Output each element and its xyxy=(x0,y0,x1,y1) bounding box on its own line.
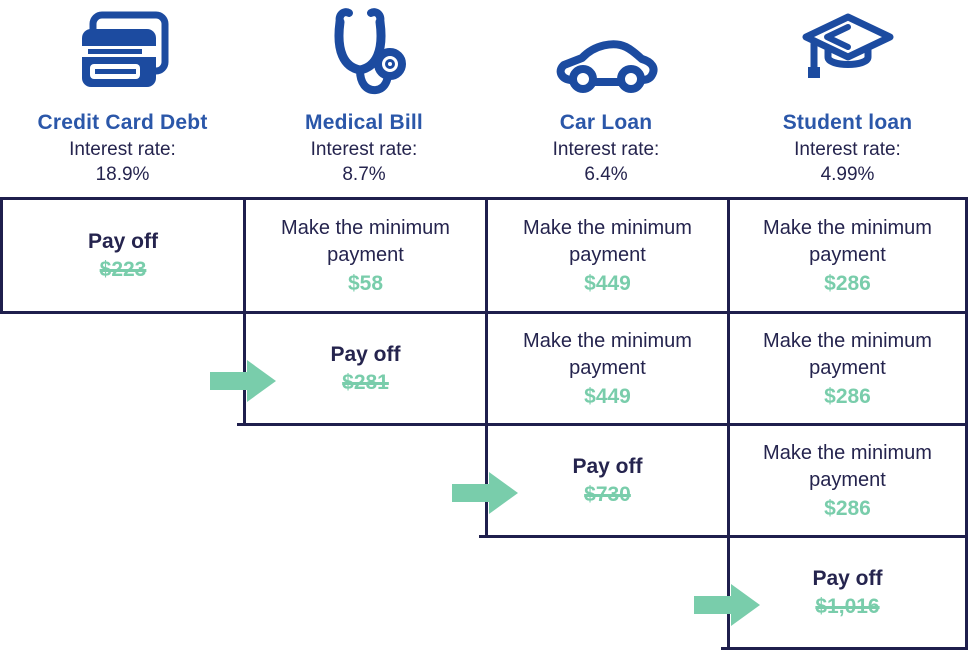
debt-column-header-medical-bill: Medical Bill Interest rate: 8.7% xyxy=(243,0,485,197)
debt-column-header-car-loan: Car Loan Interest rate: 6.4% xyxy=(485,0,727,197)
table-border-line xyxy=(485,197,488,538)
minimum-payment-amount: $449 xyxy=(584,271,631,295)
debt-title: Car Loan xyxy=(559,111,653,134)
minimum-payment-label: Make the minimum payment xyxy=(763,217,932,266)
pay-off-amount: $223 xyxy=(99,257,147,281)
minimum-payment-amount: $286 xyxy=(824,271,871,295)
cell-step1-medical-bill-minimum: Make the minimum payment $58 xyxy=(246,200,485,311)
debt-title: Medical Bill xyxy=(305,111,423,134)
minimum-payment-label: Make the minimum payment xyxy=(763,330,932,379)
table-border-line xyxy=(727,197,730,650)
cell-step1-car-loan-minimum: Make the minimum payment $449 xyxy=(488,200,727,311)
table-border-line xyxy=(0,197,968,200)
pay-off-arrow-medical-bill xyxy=(210,360,276,402)
cell-step2-medical-bill-pay-off: Pay off $281 xyxy=(246,314,485,423)
debt-title: Credit Card Debt xyxy=(37,111,208,134)
interest-rate-value: 8.7% xyxy=(342,164,386,185)
minimum-payment-amount: $58 xyxy=(347,271,384,295)
debt-column-header-credit-card: Credit Card Debt Interest rate: 18.9% xyxy=(2,0,243,197)
interest-rate-label: Interest rate: xyxy=(794,139,901,160)
graduation-cap-icon xyxy=(800,3,896,105)
cell-step4-student-loan-pay-off: Pay off $1,016 xyxy=(730,538,965,647)
minimum-payment-label: Make the minimum payment xyxy=(281,217,450,266)
interest-rate-label: Interest rate: xyxy=(552,139,660,160)
minimum-payment-label: Make the minimum payment xyxy=(523,217,692,266)
pay-off-label: Pay off xyxy=(572,454,643,478)
minimum-payment-amount: $286 xyxy=(824,496,871,520)
interest-rate-label: Interest rate: xyxy=(310,139,418,160)
stethoscope-icon xyxy=(320,3,408,105)
minimum-payment-label: Make the minimum payment xyxy=(523,330,692,379)
cell-step2-student-loan-minimum: Make the minimum payment $286 xyxy=(730,314,965,423)
cell-step3-student-loan-minimum: Make the minimum payment $286 xyxy=(730,426,965,535)
table-border-line xyxy=(965,197,968,650)
debt-column-header-student-loan: Student loan Interest rate: 4.99% xyxy=(727,0,968,197)
interest-rate-value: 18.9% xyxy=(95,164,150,185)
interest-rate-label: Interest rate: xyxy=(69,139,176,160)
table-border-line xyxy=(243,197,246,426)
pay-off-amount: $1,016 xyxy=(815,594,880,618)
minimum-payment-amount: $449 xyxy=(584,384,631,408)
table-border-line xyxy=(0,197,3,314)
minimum-payment-label: Make the minimum payment xyxy=(763,442,932,491)
cell-step3-car-loan-pay-off: Pay off $730 xyxy=(488,426,727,535)
credit-card-icon xyxy=(75,3,171,105)
cell-step2-car-loan-minimum: Make the minimum payment $449 xyxy=(488,314,727,423)
pay-off-label: Pay off xyxy=(87,229,158,253)
pay-off-amount: $730 xyxy=(584,482,631,506)
table-border-line xyxy=(0,311,968,314)
table-border-line xyxy=(479,535,968,538)
pay-off-label: Pay off xyxy=(812,566,883,590)
car-icon xyxy=(554,3,658,105)
cell-step1-student-loan-minimum: Make the minimum payment $286 xyxy=(730,200,965,311)
table-border-line xyxy=(237,423,968,426)
pay-off-amount: $281 xyxy=(342,370,389,394)
table-border-line xyxy=(721,647,968,650)
interest-rate-value: 6.4% xyxy=(584,164,628,185)
minimum-payment-amount: $286 xyxy=(824,384,871,408)
debt-title: Student loan xyxy=(782,111,913,134)
interest-rate-value: 4.99% xyxy=(820,164,875,185)
pay-off-label: Pay off xyxy=(330,342,401,366)
cell-step1-credit-card-pay-off: Pay off $223 xyxy=(3,200,243,311)
pay-off-arrow-car-loan xyxy=(452,472,518,514)
pay-off-arrow-student-loan xyxy=(694,584,760,626)
